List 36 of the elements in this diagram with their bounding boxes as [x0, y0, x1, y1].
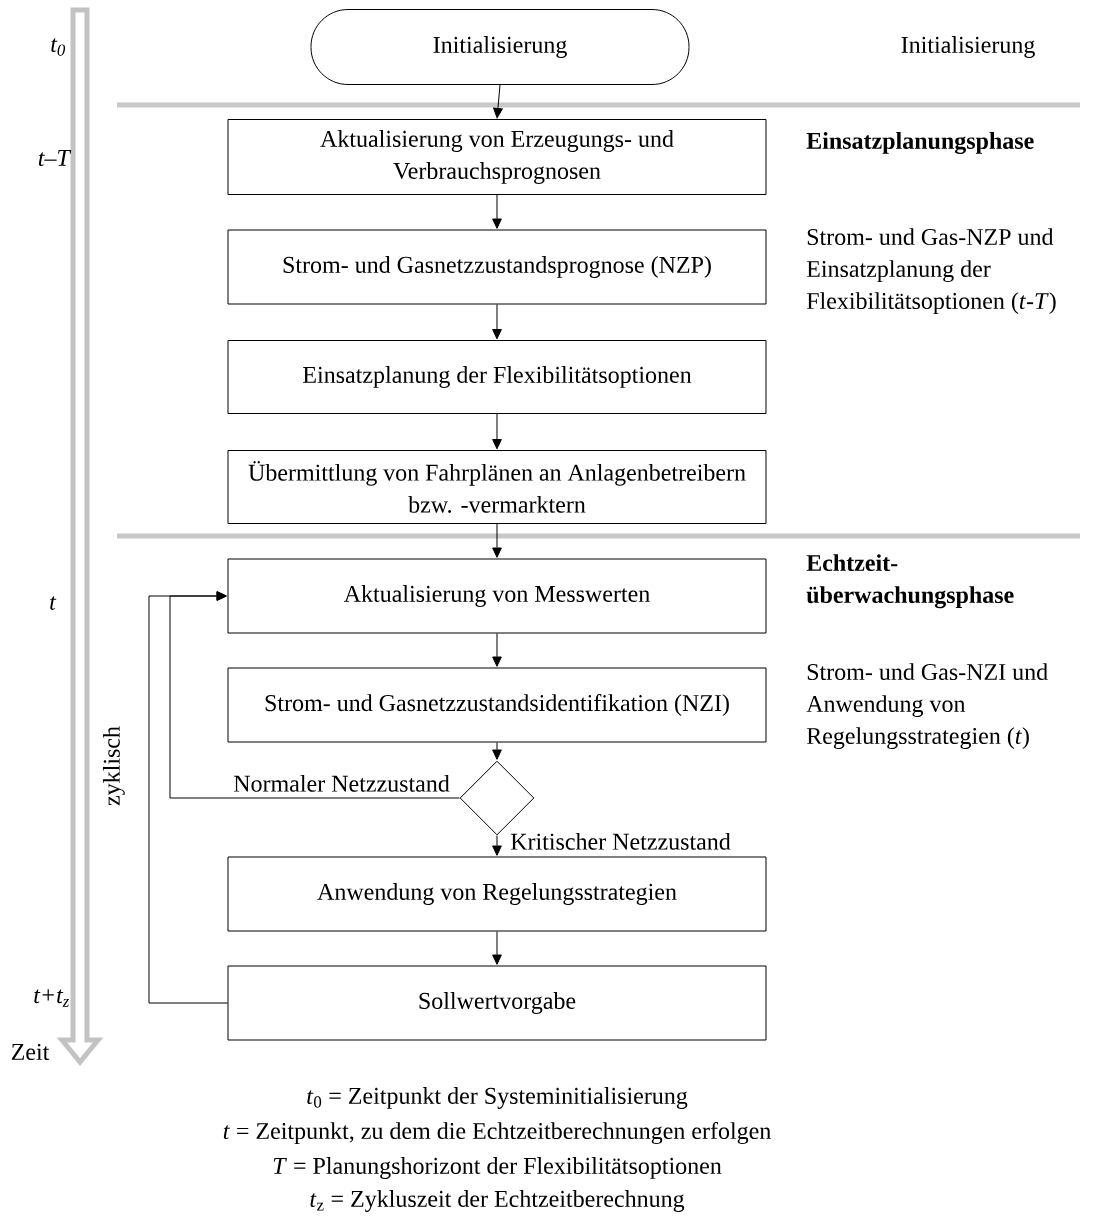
time-label: t+t$_{z}$	[34, 989, 70, 1007]
arrow	[492, 633, 502, 667]
process-box: Aktualisierung von Erzeugungs- und Verbrauchsprognosen	[227, 119, 767, 195]
arrow	[493, 84, 503, 119]
arrow	[492, 304, 502, 340]
process-box: Sollwertvorgabe	[227, 965, 767, 1041]
edge-label: zyklisch	[102, 726, 125, 806]
arrow	[148, 591, 228, 1004]
process-box: Einsatzplanung der Flexibilitätsoptionen	[227, 340, 767, 414]
time-label: t–T	[38, 150, 72, 166]
process-box: Strom- und Gasnetzzustandsidentifikation (NZI)	[227, 667, 767, 743]
arrow	[492, 194, 502, 229]
process-box: Übermittlung von Fahrplänen an Anlagenbetreibern bzw. -vermarktern	[227, 450, 767, 524]
phase-label: Initialisierung	[901, 36, 1035, 58]
process-box: Aktualisierung von Messwerten	[227, 558, 767, 634]
legend-line: t = Zeitpunkt, zu dem die Echtzeitberechnungen erfolgen	[223, 1122, 771, 1145]
process-box: Strom- und Gasnetzzustandsprognose (NZP)	[227, 229, 767, 305]
arrow	[492, 931, 502, 965]
legend-line: t$_{z}$ = Zykluszeit der Echtzeitberechnung	[310, 1190, 685, 1212]
arrow	[492, 835, 502, 856]
axis-label: Zeit	[11, 1043, 50, 1061]
time-label: t	[50, 596, 57, 610]
phase-title: Echtzeit-überwachungsphase	[806, 554, 1014, 609]
arrow	[492, 413, 502, 450]
time-label: t$_{0}$	[51, 38, 66, 56]
arrow	[492, 523, 502, 558]
phase-note: Strom- und Gas-NZI und Anwendung von Regelungsstrategien (t)	[806, 663, 1048, 750]
process-box: Anwendung von Regelungsstrategien	[227, 856, 767, 932]
arrow	[492, 742, 502, 760]
edge-label: Normaler Netzzustand	[233, 774, 450, 792]
legend-line: t$_{0}$ = Zeitpunkt der Systeminitialisierung	[307, 1087, 688, 1109]
terminal-box: Initialisierung	[310, 9, 690, 85]
phase-title: Einsatzplanungsphase	[806, 132, 1034, 154]
legend-line: T = Planungshorizont der Flexibilitätsoptionen	[273, 1157, 722, 1179]
phase-note: Strom- und Gas-NZP und Einsatzplanung der Flexibilitätsoptionen (t-T)	[806, 228, 1056, 314]
edge-label: Kritischer Netzzustand	[510, 832, 731, 850]
